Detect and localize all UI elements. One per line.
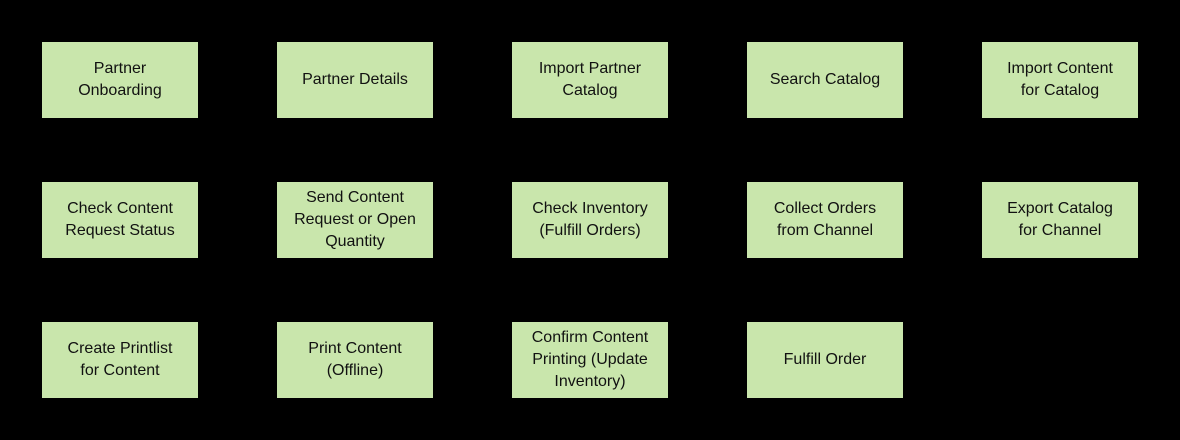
process-box-label: Check Content Request Status (65, 200, 175, 239)
process-box-label: Create Printlist for Content (67, 340, 173, 379)
process-box-create-printlist-for-content[interactable]: Create Printlist for Content (41, 321, 199, 399)
process-box-collect-orders-from-channel[interactable]: Collect Orders from Channel (746, 181, 904, 259)
process-box-label: Partner Onboarding (78, 60, 162, 99)
process-box-label: Import Content for Catalog (1007, 60, 1113, 99)
process-box-export-catalog-for-channel[interactable]: Export Catalog for Channel (981, 181, 1139, 259)
process-box-label: Partner Details (302, 71, 408, 88)
process-box-label: Fulfill Order (783, 351, 867, 368)
process-box-partner-details[interactable]: Partner Details (276, 41, 434, 119)
process-box-label: Import Partner Catalog (538, 60, 642, 99)
process-box-import-partner-catalog[interactable]: Import Partner Catalog (511, 41, 669, 119)
process-box-partner-onboarding[interactable]: Partner Onboarding (41, 41, 199, 119)
process-box-check-content-request-status[interactable]: Check Content Request Status (41, 181, 199, 259)
process-box-label: Search Catalog (769, 71, 881, 88)
process-box-import-content-for-catalog[interactable]: Import Content for Catalog (981, 41, 1139, 119)
process-box-print-content-offline[interactable]: Print Content (Offline) (276, 321, 434, 399)
process-box-label: Export Catalog for Channel (1007, 200, 1113, 239)
process-box-label: Send Content Request or Open Quantity (294, 189, 416, 250)
process-box-label: Check Inventory (Fulfill Orders) (532, 200, 648, 239)
process-box-send-content-request-or-open-quantity[interactable]: Send Content Request or Open Quantity (276, 181, 434, 259)
process-box-check-inventory-fulfill-orders[interactable]: Check Inventory (Fulfill Orders) (511, 181, 669, 259)
process-box-confirm-content-printing-update-inventory[interactable]: Confirm Content Printing (Update Invento… (511, 321, 669, 399)
process-box-label: Collect Orders from Channel (773, 200, 877, 239)
process-box-label: Confirm Content Printing (Update Invento… (531, 329, 649, 390)
process-box-fulfill-order[interactable]: Fulfill Order (746, 321, 904, 399)
process-box-label: Print Content (Offline) (308, 340, 402, 379)
process-box-search-catalog[interactable]: Search Catalog (746, 41, 904, 119)
